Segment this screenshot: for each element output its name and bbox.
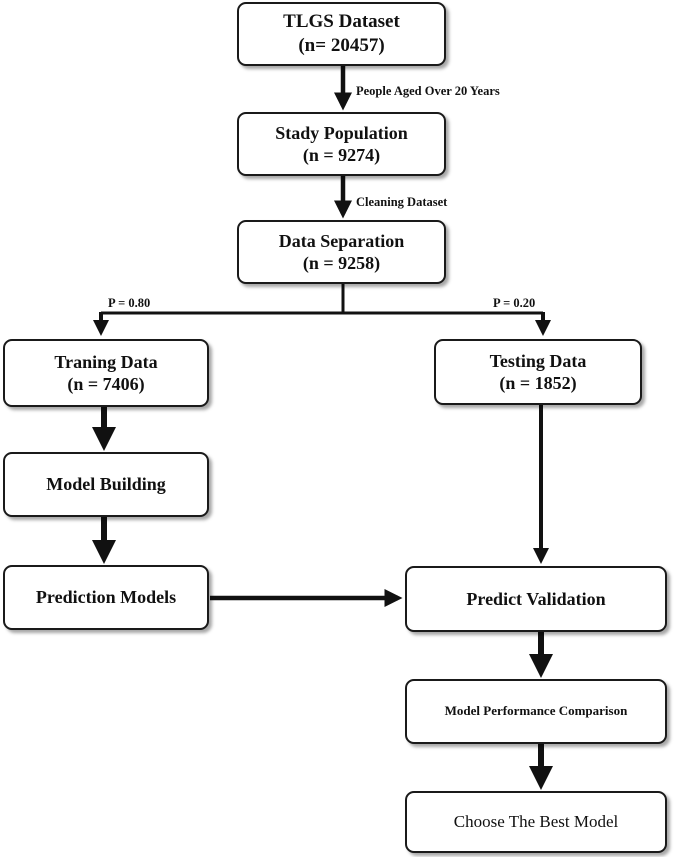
node-training-title: Traning Data	[54, 351, 158, 372]
node-study-title: Stady Population	[275, 122, 408, 143]
node-tlgs-title: TLGS Dataset	[283, 11, 400, 33]
edge-label-test-split: P = 0.20	[493, 296, 536, 310]
node-training-count: (n = 7406)	[67, 374, 145, 394]
node-data-separation: Data Separation (n = 9258)	[237, 220, 446, 284]
node-best-model-title: Choose The Best Model	[453, 812, 619, 832]
node-study-population: Stady Population (n = 9274)	[237, 112, 446, 176]
node-separation-title: Data Separation	[278, 230, 405, 251]
node-training-data: Traning Data (n = 7406)	[3, 339, 209, 407]
edge-label-age-filter: People Aged Over 20 Years	[356, 84, 500, 98]
node-separation-count: (n = 9258)	[302, 253, 381, 273]
edge-label-cleaning: Cleaning Dataset	[356, 195, 448, 209]
node-comparison-title: Model Performance Comparison	[444, 703, 628, 719]
node-tlgs-count: (n= 20457)	[298, 35, 385, 56]
node-model-building-title: Model Building	[46, 474, 166, 495]
node-prediction-models-title: Prediction Models	[35, 587, 177, 608]
node-best-model: Choose The Best Model	[405, 791, 667, 853]
node-testing-count: (n = 1852)	[499, 373, 577, 393]
node-testing-data: Testing Data (n = 1852)	[434, 339, 642, 405]
node-model-comparison: Model Performance Comparison	[405, 679, 667, 744]
edge-label-train-split: P = 0.80	[108, 296, 151, 310]
node-model-building: Model Building	[3, 452, 209, 517]
node-predict-validation: Predict Validation	[405, 566, 667, 632]
node-prediction-models: Prediction Models	[3, 565, 209, 630]
node-predict-validation-title: Predict Validation	[466, 588, 606, 609]
node-testing-title: Testing Data	[489, 350, 587, 371]
node-study-count: (n = 9274)	[302, 145, 381, 165]
node-tlgs-dataset: TLGS Dataset (n= 20457)	[237, 2, 446, 66]
